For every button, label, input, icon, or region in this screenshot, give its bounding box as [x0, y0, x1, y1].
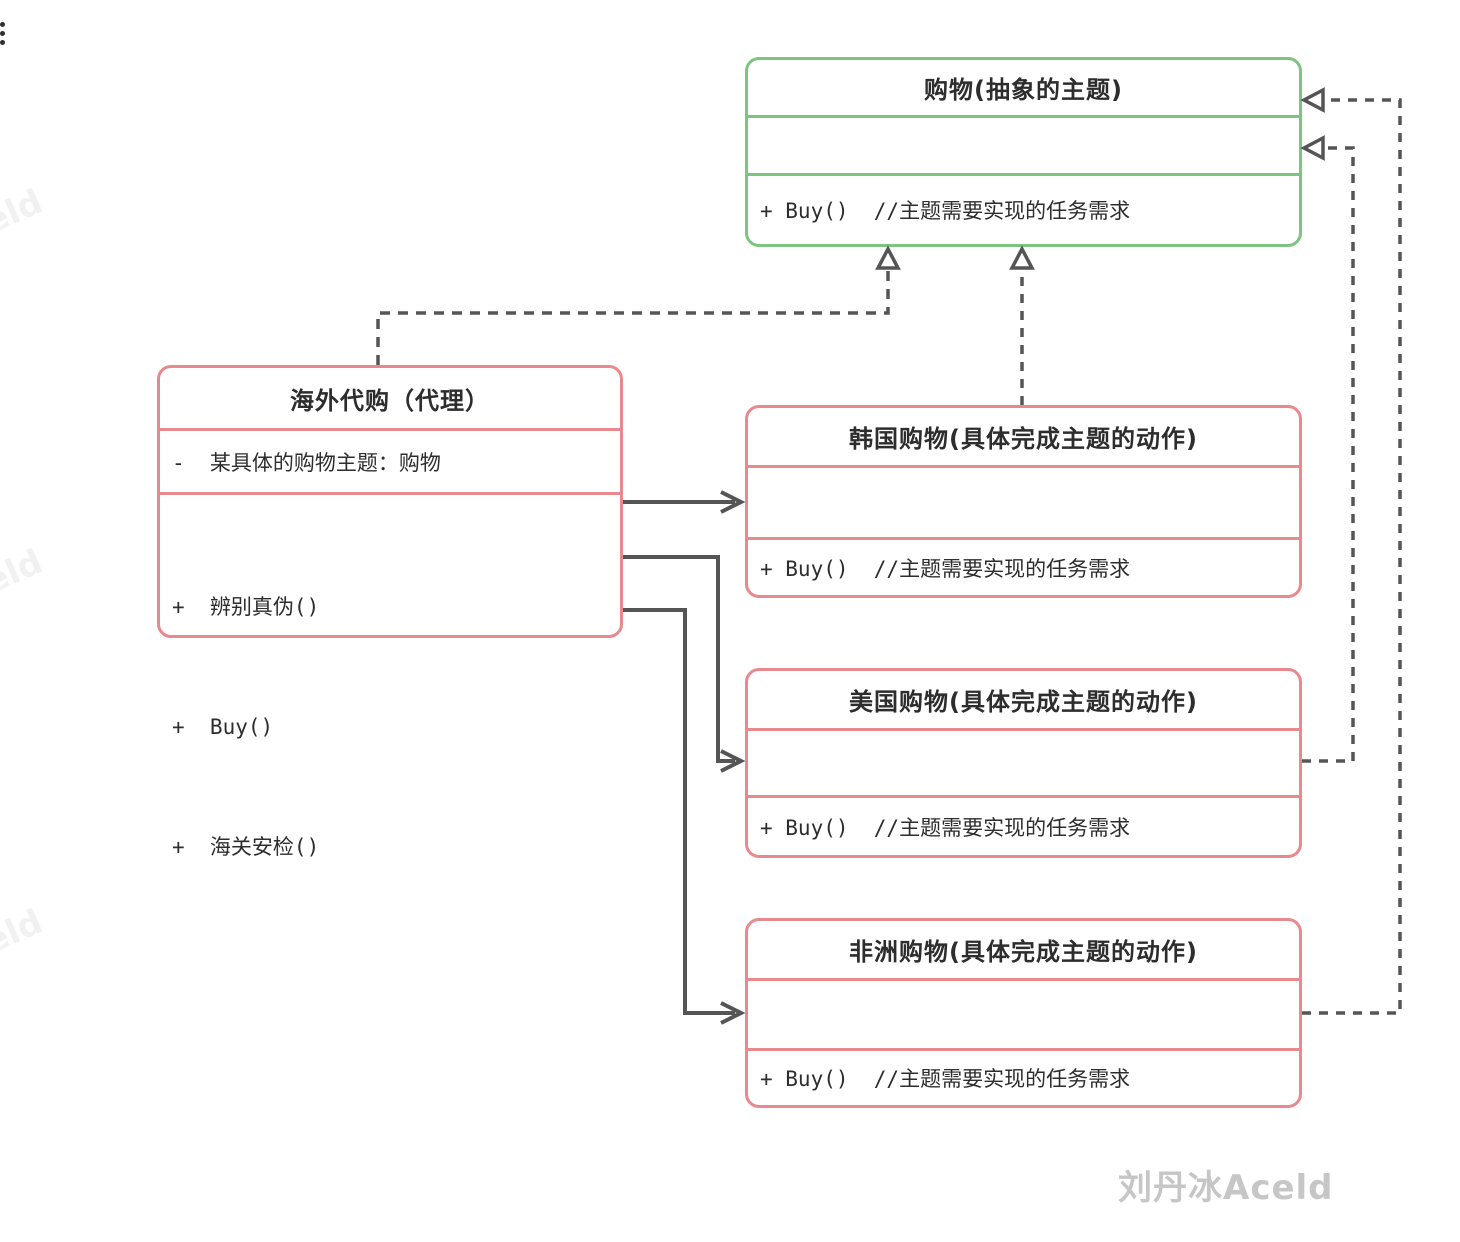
class-method: + Buy() //主题需要实现的任务需求: [748, 173, 1299, 244]
kebab-menu-icon[interactable]: [0, 22, 5, 45]
kebab-dot: [0, 40, 5, 45]
class-attributes-empty: [748, 115, 1299, 173]
class-method: + Buy() //主题需要实现的任务需求: [748, 537, 1299, 595]
edge-watermark: eld: [0, 541, 49, 603]
class-title: 购物(抽象的主题): [924, 76, 1123, 104]
author-watermark: 刘丹冰Aceld: [1118, 1168, 1334, 1208]
association-proxy-to-africa: [623, 608, 746, 1025]
class-method: + Buy() //主题需要实现的任务需求: [748, 1048, 1299, 1105]
kebab-dot: [0, 22, 5, 27]
class-title: 非洲购物(具体完成主题的动作): [849, 938, 1198, 966]
association-proxy-to-usa: [623, 555, 746, 773]
association-proxy-to-korea: [623, 490, 746, 514]
edge-watermark: eld: [0, 181, 49, 243]
class-attributes-empty: [748, 978, 1299, 1048]
class-title: 海外代购（代理）: [290, 386, 490, 415]
class-attribute: - 某具体的购物主题：购物: [160, 428, 620, 492]
class-method: + Buy(): [172, 715, 274, 739]
class-method: + Buy() //主题需要实现的任务需求: [748, 795, 1299, 855]
realization-proxy-to-abstract: [376, 245, 901, 365]
class-title: 韩国购物(具体完成主题的动作): [849, 425, 1198, 453]
class-box-africa-shopping: 非洲购物(具体完成主题的动作) + Buy() //主题需要实现的任务需求: [745, 918, 1302, 1108]
realization-africa-to-abstract: [1300, 87, 1402, 1015]
class-box-usa-shopping: 美国购物(具体完成主题的动作) + Buy() //主题需要实现的任务需求: [745, 668, 1302, 858]
class-title: 美国购物(具体完成主题的动作): [849, 688, 1198, 716]
class-box-proxy: 海外代购（代理） - 某具体的购物主题：购物 + 辨别真伪() + Buy() …: [157, 365, 623, 859]
kebab-dot: [0, 31, 5, 36]
class-method: + 海关安检(): [172, 835, 320, 859]
edge-watermark: eld: [0, 901, 49, 963]
class-box-abstract-subject: 购物(抽象的主题) + Buy() //主题需要实现的任务需求: [745, 57, 1302, 247]
realization-usa-to-abstract: [1300, 135, 1355, 763]
class-methods: + 辨别真伪() + Buy() + 海关安检(): [160, 492, 620, 947]
class-attributes-empty: [748, 465, 1299, 537]
class-method: + 辨别真伪(): [172, 595, 320, 619]
class-attributes-empty: [748, 728, 1299, 795]
realization-korea-to-abstract: [1009, 245, 1035, 405]
class-box-korea-shopping: 韩国购物(具体完成主题的动作) + Buy() //主题需要实现的任务需求: [745, 405, 1302, 598]
